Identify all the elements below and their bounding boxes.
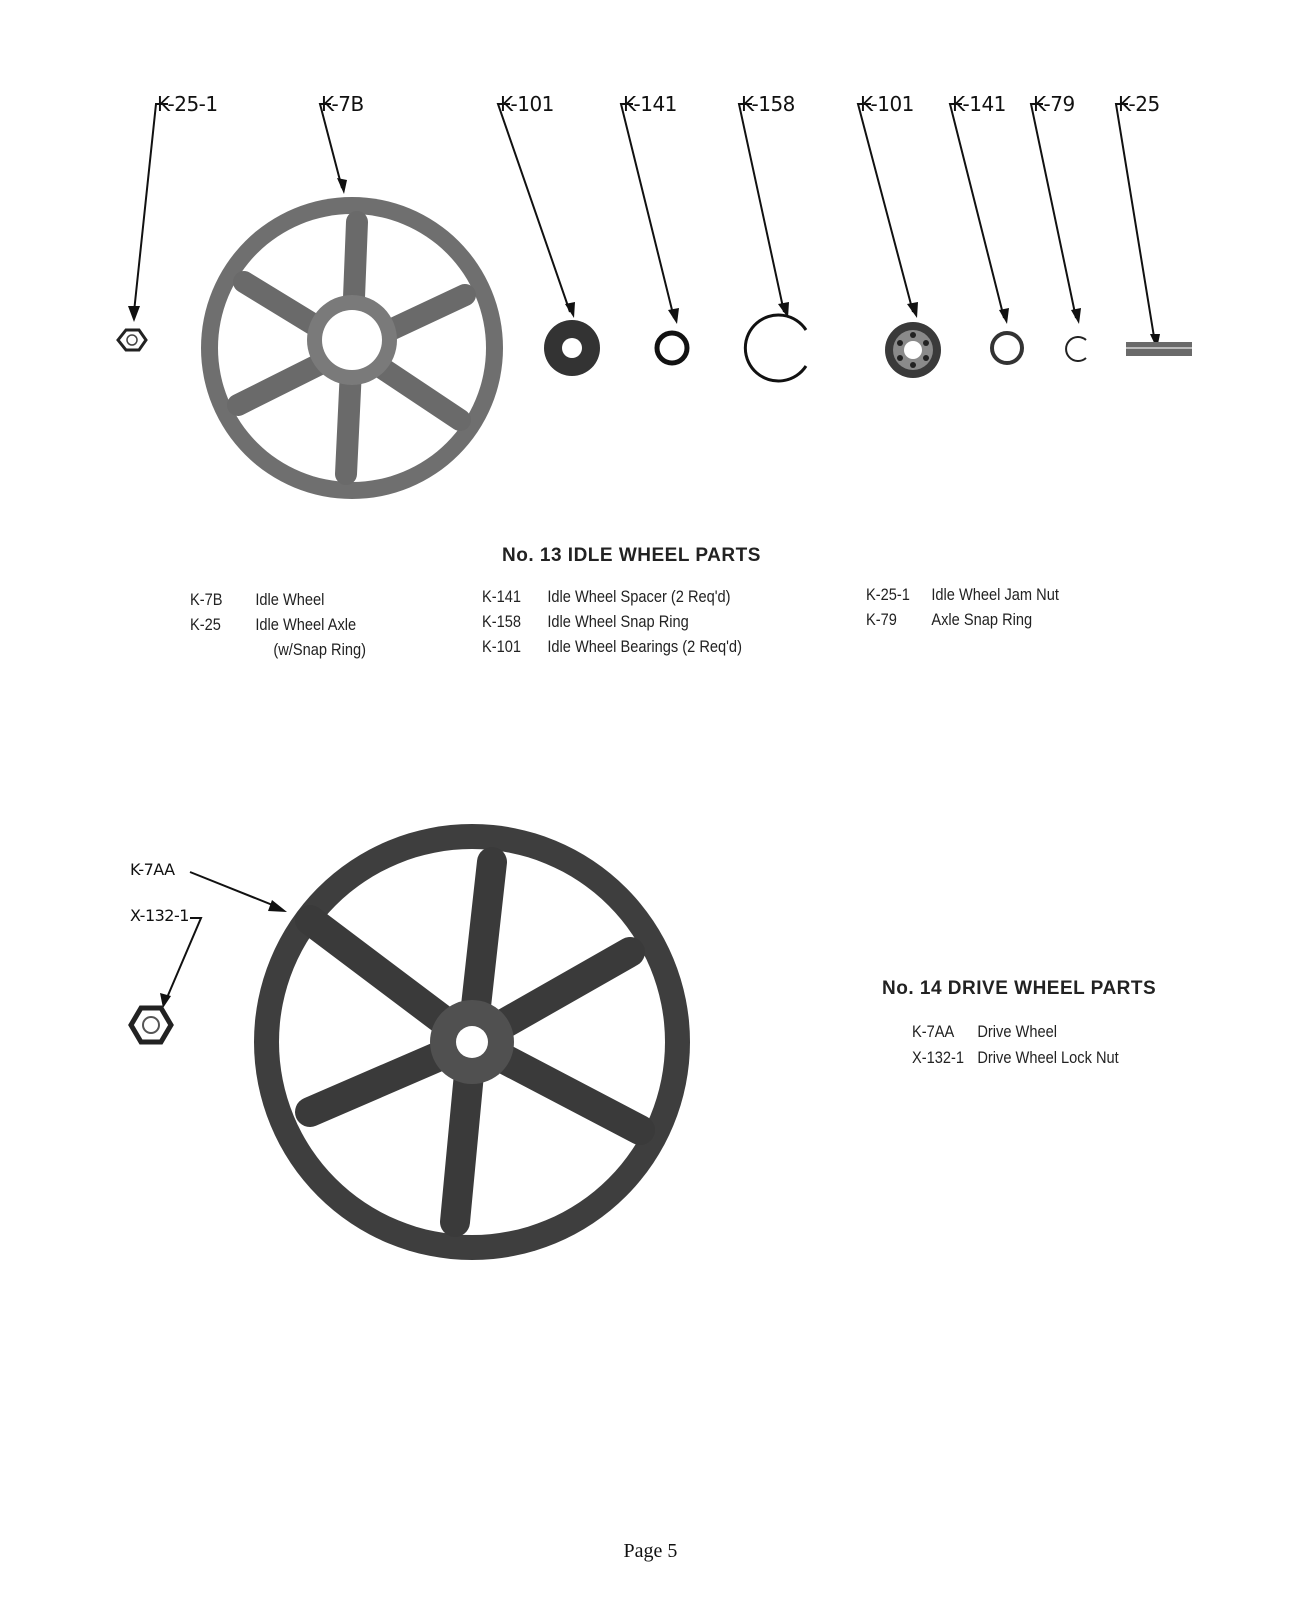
jam-nut-k-25-1 xyxy=(116,328,148,352)
callout-k-25: K-25 xyxy=(1118,92,1160,116)
list-item: K-101 Idle Wheel Bearings (2 Req'd) xyxy=(482,637,742,657)
spacer-k-141-b xyxy=(990,331,1024,365)
part-code: K-101 xyxy=(482,637,522,656)
part-desc: Idle Wheel Spacer (2 Req'd) xyxy=(547,587,731,606)
callout-x-132-1: X-132-1 xyxy=(130,906,189,925)
list-item: K-7AA Drive Wheel xyxy=(912,1022,1057,1042)
part-desc: Idle Wheel Jam Nut xyxy=(931,585,1059,604)
callout-k-7b: K-7B xyxy=(321,92,364,116)
list-item: K-79 Axle Snap Ring xyxy=(866,610,1032,630)
list-item: K-7B Idle Wheel xyxy=(190,590,324,610)
part-code: X-132-1 xyxy=(912,1048,965,1067)
list-item: K-158 Idle Wheel Snap Ring xyxy=(482,612,689,632)
list-item: (w/Snap Ring) xyxy=(208,640,366,660)
part-desc: (w/Snap Ring) xyxy=(273,640,366,659)
part-desc: Idle Wheel Snap Ring xyxy=(547,612,689,631)
callout-k-25-1: K-25-1 xyxy=(157,92,218,116)
part-code: K-25 xyxy=(190,615,221,634)
callout-k-101: K-101 xyxy=(500,92,554,116)
callout-k-141-b: K-141 xyxy=(952,92,1006,116)
page-number: Page 5 xyxy=(623,1540,678,1562)
lock-nut-x-132-1 xyxy=(128,1005,174,1045)
drive-wheel-k-7aa xyxy=(254,824,690,1260)
list-item: K-141 Idle Wheel Spacer (2 Req'd) xyxy=(482,587,731,607)
snap-ring-k-158 xyxy=(743,313,808,383)
section-title-drive-wheel: No. 14 DRIVE WHEEL PARTS xyxy=(882,978,1157,999)
callout-k-7aa: K-7AA xyxy=(130,860,175,879)
part-desc: Drive Wheel Lock Nut xyxy=(977,1048,1119,1067)
list-item: K-25 Idle Wheel Axle xyxy=(190,615,356,635)
part-code: K-25-1 xyxy=(866,585,910,604)
snap-ring-k-79 xyxy=(1065,336,1087,362)
part-desc: Idle Wheel Axle xyxy=(255,615,357,634)
part-code: K-7B xyxy=(190,590,223,609)
part-code: K-79 xyxy=(866,610,897,629)
part-desc: Axle Snap Ring xyxy=(931,610,1033,629)
list-item: K-25-1 Idle Wheel Jam Nut xyxy=(866,585,1059,605)
part-code: K-158 xyxy=(482,612,522,631)
callout-k-158: K-158 xyxy=(741,92,795,116)
part-code: K-7AA xyxy=(912,1022,955,1041)
bearing-k-101-open xyxy=(885,322,941,378)
idle-wheel-k-7b xyxy=(201,197,503,499)
spacer-k-141 xyxy=(654,330,690,366)
part-desc: Idle Wheel Bearings (2 Req'd) xyxy=(547,637,742,656)
section-title-idle-wheel: No. 13 IDLE WHEEL PARTS xyxy=(502,545,761,566)
part-desc: Drive Wheel xyxy=(977,1022,1057,1041)
callout-k-141: K-141 xyxy=(623,92,677,116)
callout-k-101-b: K-101 xyxy=(860,92,914,116)
part-desc: Idle Wheel xyxy=(255,590,325,609)
part-code: K-141 xyxy=(482,587,522,606)
bearing-k-101 xyxy=(544,320,600,376)
callout-k-79: K-79 xyxy=(1033,92,1075,116)
list-item: X-132-1 Drive Wheel Lock Nut xyxy=(912,1048,1119,1068)
